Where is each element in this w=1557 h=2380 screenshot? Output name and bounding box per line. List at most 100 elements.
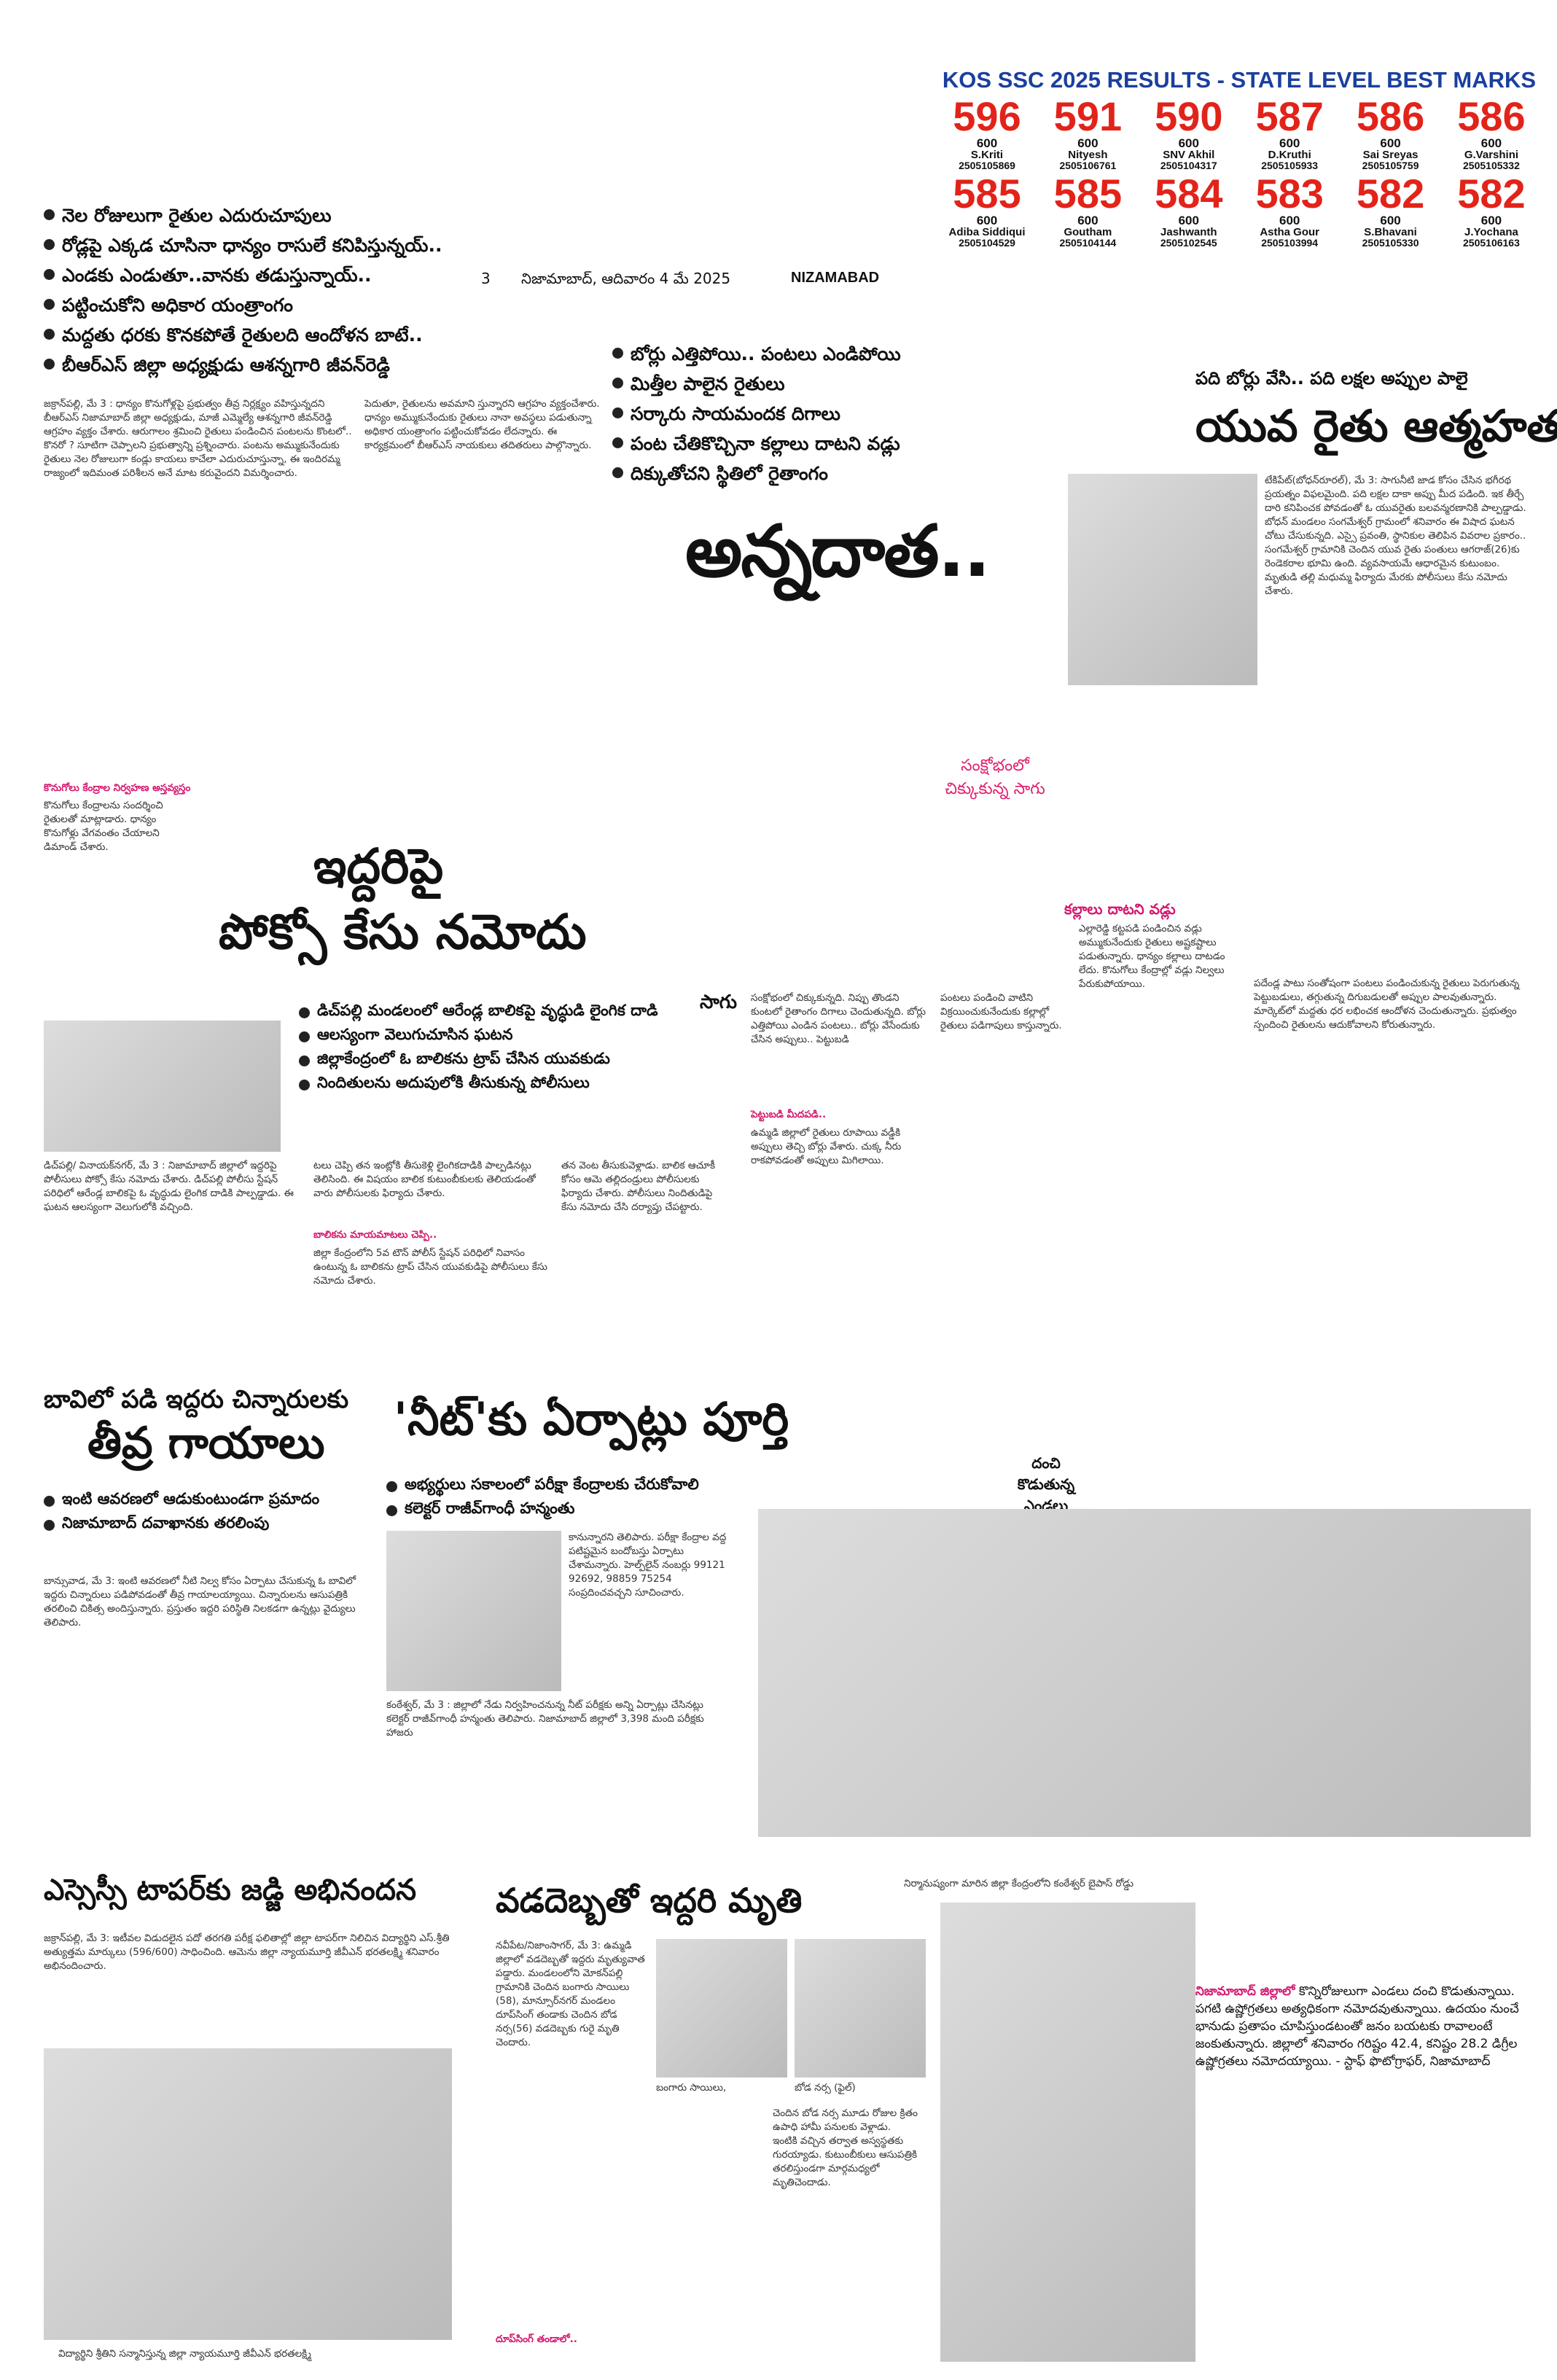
well-body: బాన్సువాడ, మే 3: ఇంటి ఆవరణలో నీటి నిల్వ … — [44, 1575, 356, 1628]
pocso-photo — [44, 1021, 281, 1152]
ad-score: 582 — [1356, 171, 1425, 216]
well-bullets: ఇంటి ఆవరణలో ఆడుకుంటుండగా ప్రమాదం నిజామాబ… — [44, 1487, 364, 1535]
farming-right-body: పదేండ్ల పాటు సంతోషంగా పంటలు పండించుకున్న… — [1254, 978, 1520, 1031]
bullet-item: రోడ్లపై ఎక్కడ చూసినా ధాన్యం రాసులే కనిపి… — [44, 230, 569, 260]
heat-photo-text: నిజామాబాద్ జిల్లాలో కొన్నిరోజులుగా ఎండలు… — [1195, 1983, 1531, 2070]
ad-max: 600 — [1380, 214, 1401, 227]
ad-student-name: D.Kruthi — [1268, 149, 1311, 161]
ad-score: 585 — [953, 171, 1021, 216]
ad-score: 583 — [1255, 171, 1324, 216]
kallalu-subhead: కల్లాలు దాటని వడ్లు — [1064, 900, 1176, 918]
ad-student-name: Astha Gour — [1260, 226, 1320, 238]
pocso-body-2: టలు చెప్పి తన ఇంట్లోకి తీసుకెళ్లి లైంగిక… — [313, 1160, 536, 1199]
well-kicker: బావిలో పడి ఇద్దరు చిన్నారులకు — [44, 1385, 349, 1414]
ad-roll-number: 2505104317 — [1160, 160, 1217, 171]
ad-score: 584 — [1155, 171, 1223, 216]
pocso-body-3: జిల్లా కేంద్రంలోని 5వ టౌన్ పోలీస్ స్టేషన… — [313, 1247, 547, 1287]
procurement-body-3: కొనుగోలు కేంద్రాలను సందర్శించి రైతులతో మ… — [44, 800, 163, 853]
pocso-bullets: డిచ్‌పల్లి మండలంలో ఆరేండ్ల బాలికపై వృద్ధ… — [299, 999, 707, 1095]
ad-roll-number: 2505105330 — [1362, 237, 1419, 249]
ad-max: 600 — [1279, 214, 1300, 227]
farming-subhead: పెట్టుబడి మీదపడి.. — [751, 1109, 827, 1120]
well-headline: తీవ్ర గాయాలు — [87, 1418, 325, 1469]
heat-side-note: దంచి కొడుతున్న ఎండలు — [1017, 1454, 1075, 1514]
page-number: 3 — [481, 270, 491, 287]
ad-student-name: Jashwanth — [1160, 226, 1217, 238]
collector-photo — [386, 1531, 561, 1691]
ad-max: 600 — [1077, 214, 1099, 227]
victim-photo-2 — [795, 1939, 926, 2077]
neet-body-1: కంఠేశ్వర్, మే 3 : జిల్లాలో నేడు నిర్వహిం… — [386, 1699, 704, 1739]
ad-max: 600 — [1178, 136, 1199, 150]
ad-title: KOS SSC 2025 RESULTS - STATE LEVEL BEST … — [942, 67, 1537, 93]
pocso-body-4: తన వెంట తీసుకువెళ్లాడు. బాలిక ఆచూకీ కోసం… — [561, 1160, 716, 1213]
heatstroke-subhead: దూప్‌సింగ్ తండాలో.. — [496, 2333, 577, 2345]
heatstroke-headline: వడదెబ్బతో ఇద్దరి మృతి — [496, 1881, 803, 1920]
bullet-item: నెల రోజులుగా రైతుల ఎదురుచూపులు — [44, 200, 569, 230]
ad-student-name: Adiba Siddiqui — [948, 226, 1026, 238]
empty-road-photo — [758, 1509, 1531, 1837]
ad-roll-number: 2505103994 — [1261, 237, 1319, 249]
topper-photo — [44, 2048, 452, 2340]
road-photo-caption: నిర్మానుష్యంగా మారిన జిల్లా కేంద్రంలోని … — [904, 1878, 1134, 1889]
procurement-subhead: కొనుగోలు కేంద్రాల నిర్వహణ అస్తవ్యస్తం — [44, 782, 191, 794]
suicide-headline: యువ రైతు ఆత్మహత్య — [1195, 401, 1557, 452]
suicide-body: టేకిపేట్(బోధన్‌రూరల్), మే 3: సాగునీటి జా… — [1265, 475, 1526, 597]
procurement-bullets: నెల రోజులుగా రైతుల ఎదురుచూపులు రోడ్లపై ఎ… — [44, 200, 569, 380]
bullet-item: మద్దతు ధరకు కొనకపోతే రైతులది ఆందోళన బాటే… — [44, 320, 569, 350]
bullet-item: మిత్తీల పాలైన రైతులు — [612, 369, 1006, 399]
heatstroke-body-1: నవీపేట/నిజాంసాగర్, మే 3: ఉమ్మడి జిల్లాలో… — [496, 1940, 645, 2048]
ad-score: 591 — [1053, 93, 1123, 139]
pocso-body-1: డిచ్‌పల్లి/ వినాయక్‌నగర్, మే 3 : నిజామాబ… — [44, 1160, 294, 1213]
ad-roll-number: 2505106761 — [1059, 160, 1117, 171]
victim-caption-1: బంగారు సాయిలు, — [656, 2082, 727, 2094]
ad-score: 582 — [1457, 171, 1526, 216]
bullet-item: అభ్యర్థులు సకాలంలో పరీక్షా కేంద్రాలకు చే… — [386, 1472, 824, 1497]
bullet-item: ఎండకు ఎండుతూ..వానకు తడుస్తున్నాయ్.. — [44, 260, 569, 290]
ad-roll-number: 2505104529 — [959, 237, 1015, 249]
ad-roll-number: 2505102545 — [1160, 237, 1217, 249]
ad-student-name: Goutham — [1064, 226, 1112, 238]
ad-max: 600 — [1480, 136, 1502, 150]
ssc-topper-headline: ఎస్సెస్సీ టాపర్‌కు జడ్జి అభినందన — [44, 1873, 417, 1907]
bullet-item: ఆలస్యంగా వెలుగుచూసిన ఘటన — [299, 1023, 707, 1047]
bullet-item: పట్టించుకోని అధికార యంత్రాంగం — [44, 290, 569, 320]
heat-photo-2 — [940, 1903, 1195, 2362]
ad-score: 586 — [1457, 93, 1526, 139]
farming-body-2: ఉమ్మడి జిల్లాలో రైతులు రూపాయి వడ్డీకి అప… — [751, 1127, 902, 1166]
ad-student-name: S.Kriti — [970, 149, 1004, 161]
ad-student-name: J.Yochana — [1464, 226, 1518, 238]
bullet-item: నిందితులను అదుపులోకి తీసుకున్న పోలీసులు — [299, 1071, 707, 1095]
kallalu-body: ఎల్లారెడ్డి కట్టపడి పండించిన వడ్లు అమ్ము… — [1079, 923, 1225, 990]
ad-score: 596 — [953, 93, 1021, 139]
ad-max: 600 — [976, 214, 998, 227]
bullet-item: డిచ్‌పల్లి మండలంలో ఆరేండ్ల బాలికపై వృద్ధ… — [299, 999, 707, 1023]
ad-roll-number: 2505105933 — [1261, 160, 1319, 171]
bullet-item: దిక్కుతోచని స్థితిలో రైతాంగం — [612, 459, 1006, 488]
heat-photo-body: కొన్నిరోజులుగా ఎండలు దంచి కొడుతున్నాయి. … — [1195, 1984, 1519, 2069]
ad-roll-number: 2505105759 — [1362, 160, 1419, 171]
edition-name: NIZAMABAD — [791, 270, 880, 286]
topper-caption: విద్యార్థిని శ్రీతిని సన్మానిస్తున్న జిల… — [58, 2348, 311, 2360]
farming-lead: సాగు — [700, 991, 737, 1013]
ad-student-name: Nityesh — [1068, 149, 1108, 161]
ad-max: 600 — [1279, 136, 1300, 150]
ad-roll-number: 2505105332 — [1463, 160, 1520, 171]
ad-student-name: G.Varshini — [1464, 149, 1519, 161]
ad-score: 586 — [1356, 93, 1425, 139]
ad-student-name: S.Bhavani — [1364, 226, 1417, 238]
ad-student-name: Sai Sreyas — [1362, 149, 1419, 161]
bullet-item: బోర్లు ఎత్తిపోయి.. పంటలు ఎండిపోయి — [612, 339, 1006, 369]
bullet-item: కలెక్టర్ రాజీవ్‌గాంధీ హన్మంతు — [386, 1497, 824, 1521]
farmer-photo — [1068, 474, 1257, 685]
